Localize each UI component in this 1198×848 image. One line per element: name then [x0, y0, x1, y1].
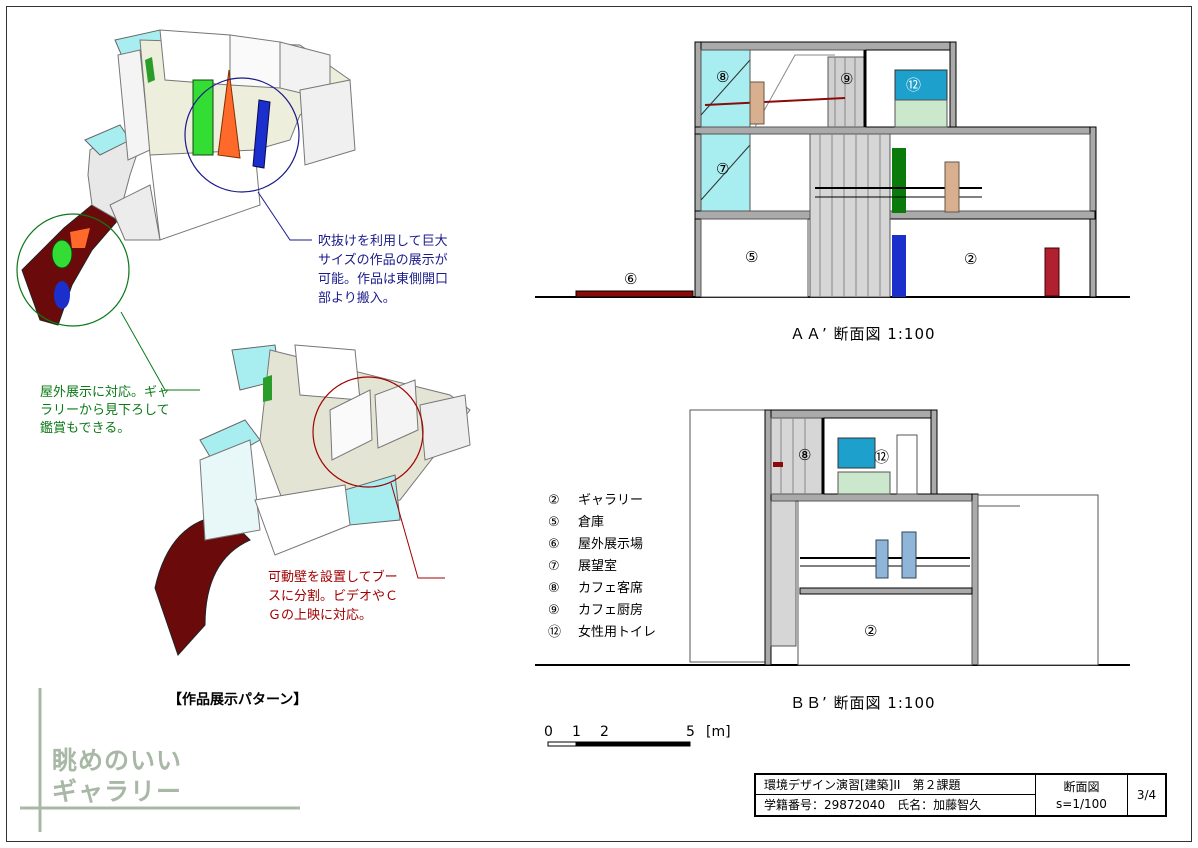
brand-logo-text: 眺めのいい ギャラリー	[52, 745, 182, 807]
legend-item: ⑥ 屋外展示場	[548, 534, 656, 556]
drawing-scale: s=1/100	[1056, 797, 1107, 811]
legend-name: カフェ厨房	[578, 603, 644, 618]
legend-num: ⑤	[548, 515, 560, 530]
note-line: スに分割。ビデオやＣ	[268, 589, 399, 604]
legend-num: ②	[548, 493, 560, 508]
room-legend: ② ギャラリー ⑤ 倉庫 ⑥ 屋外展示場 ⑦ 展望室 ⑧ カフェ客席 ⑨ カフェ厨房 ⑫ 女性…	[548, 490, 656, 644]
section-bb-drawing	[535, 409, 1130, 666]
note-line: 吹抜けを利用して巨大	[318, 234, 448, 249]
legend-name: ギャラリー	[578, 493, 644, 508]
note-booths: 可動壁を設置してブー スに分割。ビデオやＣ Ｇの上映に対応。	[268, 568, 398, 625]
isometric-view-atrium	[16, 29, 356, 391]
brand-line: ギャラリー	[52, 777, 183, 806]
title-block: 環境デザイン演習[建築]II 第２課題 学籍番号：29872040 氏名：加藤智…	[754, 773, 1167, 817]
section-bb-caption: ＢＢ’ 断面図 1:100	[790, 694, 936, 712]
room-label-2: ②	[964, 250, 978, 268]
drawing-sheet	[6, 6, 1192, 842]
legend-item: ⑦ 展望室	[548, 556, 656, 578]
legend-item: ⑫ 女性用トイレ	[548, 622, 656, 644]
room-label-12: ⑫	[874, 448, 890, 466]
room-label-12: ⑫	[906, 76, 922, 94]
legend-name: カフェ客席	[578, 581, 644, 596]
brand-line: 眺めのいい	[52, 746, 183, 775]
note-atrium: 吹抜けを利用して巨大 サイズの作品の展示が 可能。作品は東側開口 部より搬入。	[318, 232, 448, 308]
room-label-8: ⑧	[798, 446, 812, 464]
section-aa-caption: ＡＡ’ 断面図 1:100	[790, 325, 936, 343]
legend-item: ⑤ 倉庫	[548, 512, 656, 534]
note-outdoor: 屋外展示に対応。ギャ ラリーから見下ろして 鑑賞もできる。	[40, 384, 170, 438]
room-label-6: ⑥	[624, 270, 638, 288]
scale-tick-0: 0	[544, 724, 553, 740]
scale-tick-5: 5	[686, 724, 695, 740]
room-label-9: ⑨	[840, 70, 854, 88]
note-line: ラリーから見下ろして	[40, 403, 170, 418]
note-line: 可能。作品は東側開口	[318, 272, 449, 287]
room-label-5: ⑤	[745, 248, 759, 266]
note-line: Ｇの上映に対応。	[268, 608, 373, 623]
note-line: 部より搬入。	[318, 291, 396, 306]
note-line: サイズの作品の展示が	[318, 253, 448, 268]
scale-unit: [m]	[706, 724, 731, 740]
legend-name: 女性用トイレ	[578, 625, 657, 640]
room-label-7: ⑦	[716, 160, 730, 178]
course-title: 環境デザイン演習[建築]II 第２課題	[756, 775, 1036, 795]
legend-num: ⑦	[548, 559, 560, 574]
sheet-number: 3/4	[1136, 788, 1157, 802]
legend-num: ⑥	[548, 537, 560, 552]
pattern-title: 【作品展示パターン】	[168, 692, 308, 708]
legend-item: ② ギャラリー	[548, 490, 656, 512]
legend-item: ⑧ カフェ客席	[548, 578, 656, 600]
legend-name: 屋外展示場	[578, 537, 644, 552]
drawing-info: 断面図 s=1/100	[1036, 775, 1128, 815]
legend-num: ⑧	[548, 581, 560, 596]
note-line: 屋外展示に対応。ギャ	[40, 385, 171, 400]
scale-bar-graphic	[547, 741, 691, 747]
scale-tick-1: 1	[572, 724, 581, 740]
section-aa-drawing	[535, 41, 1130, 298]
legend-num: ⑨	[548, 603, 560, 618]
legend-name: 倉庫	[578, 515, 605, 530]
room-label-8: ⑧	[716, 68, 730, 86]
note-line: 可動壁を設置してブー	[268, 570, 398, 585]
room-label-2: ②	[864, 622, 878, 640]
isometric-view-booths	[154, 344, 471, 656]
drawing-name: 断面図	[1063, 780, 1100, 794]
legend-item: ⑨ カフェ厨房	[548, 600, 656, 622]
legend-name: 展望室	[578, 559, 618, 574]
note-line: 鑑賞もできる。	[40, 421, 131, 436]
legend-num: ⑫	[548, 625, 562, 640]
scale-tick-2: 2	[600, 724, 609, 740]
student-info: 学籍番号：29872040 氏名：加藤智久	[756, 795, 1036, 815]
